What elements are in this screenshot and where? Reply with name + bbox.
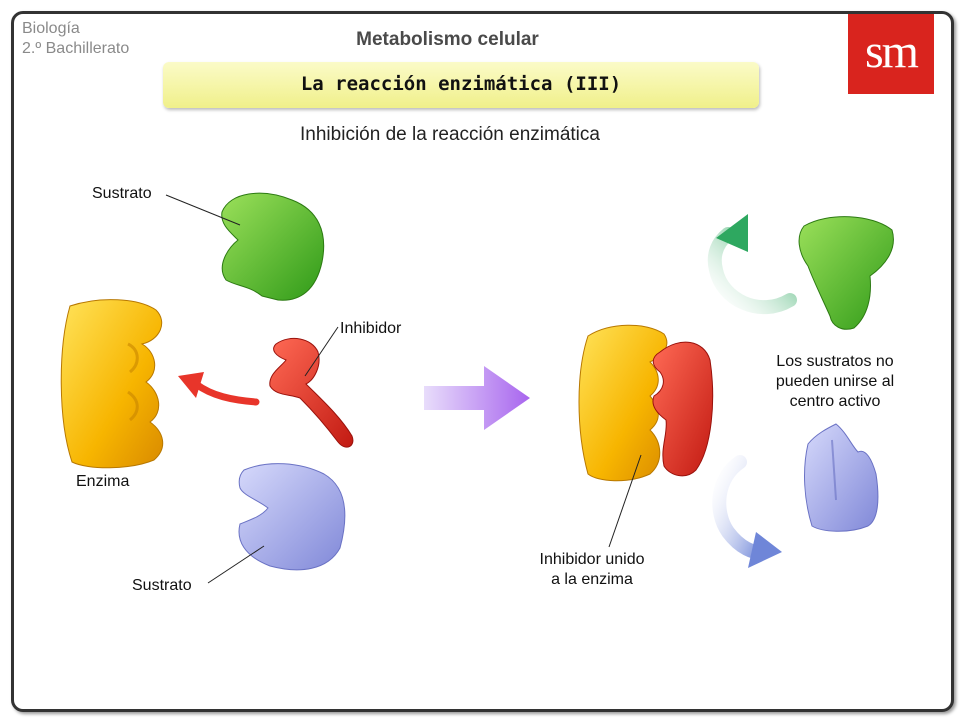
leader-line-bound-inhibitor <box>608 454 642 548</box>
course-subject: Biología <box>22 20 80 37</box>
leader-line-substrate-bottom <box>207 545 265 584</box>
slide-subtitle: Inhibición de la reacción enzimática <box>300 124 600 145</box>
label-inhibitor: Inhibidor <box>340 320 402 337</box>
label-enzyme: Enzima <box>76 473 130 490</box>
topic-title: Metabolismo celular <box>356 29 539 50</box>
publisher-logo: sm <box>848 14 934 94</box>
label-bound-line2: a la enzima <box>551 571 633 588</box>
label-blocked-line2: pueden unirse al <box>775 373 895 390</box>
substrate-green-right <box>798 216 894 330</box>
red-arrow-icon <box>178 372 260 406</box>
logo-text: sm <box>864 25 919 78</box>
course-level: 2.º Bachillerato <box>22 40 130 57</box>
label-bound-inhibitor: Inhibidor unido a la enzima <box>514 550 670 590</box>
label-bound-line1: Inhibidor unido <box>539 551 645 568</box>
label-blocked-line1: Los sustratos no <box>776 353 894 370</box>
inhibitor-red <box>269 337 354 448</box>
substrate-blue-bottom <box>238 463 346 571</box>
substrate-green-top <box>221 192 325 301</box>
label-blocked-line3: centro activo <box>789 393 881 410</box>
slide-title: La reacción enzimática (III) <box>300 73 622 95</box>
substrate-blue-right <box>804 423 879 532</box>
enzyme-left <box>60 299 164 469</box>
leader-line-substrate-top <box>165 194 241 226</box>
label-substrate-bottom: Sustrato <box>132 577 192 594</box>
slide-frame <box>11 11 954 712</box>
blue-return-arrow-icon <box>712 455 782 568</box>
enzyme-bound <box>578 324 714 482</box>
label-substrate-top: Sustrato <box>92 185 152 202</box>
course-label: Biología 2.º Bachillerato <box>22 19 129 59</box>
leader-line-inhibitor <box>304 326 339 377</box>
title-bar: La reacción enzimática (III) <box>163 62 759 108</box>
label-blocked-substrates: Los sustratos no pueden unirse al centro… <box>752 352 918 412</box>
green-return-arrow-icon <box>707 214 797 315</box>
process-arrow-icon <box>424 366 530 430</box>
